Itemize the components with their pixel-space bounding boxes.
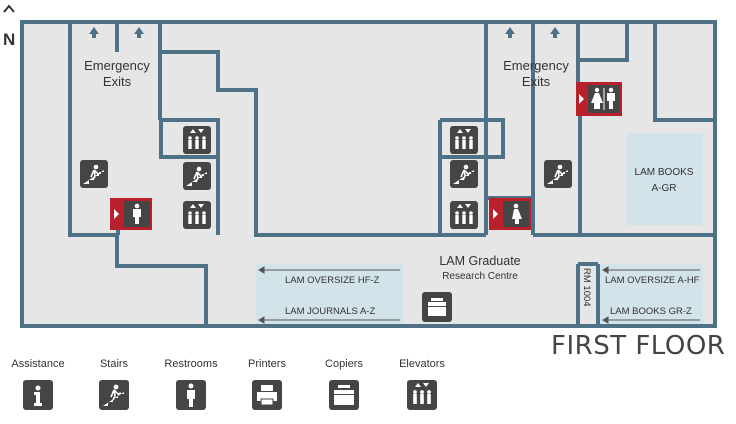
elevator-icon (450, 201, 478, 229)
stairs-icon (450, 160, 478, 188)
legend-item-elevators: Elevators (384, 358, 460, 410)
legend-label: Stairs (99, 358, 129, 370)
journals-a-z-label: LAM JOURNALS A-Z (285, 306, 375, 317)
books-gr-z-label: LAM BOOKS GR-Z (610, 306, 692, 317)
oversize-a-hf-label: LAM OVERSIZE A-HF (605, 275, 700, 286)
restroom-icon (176, 380, 206, 410)
books-ag-label-line1: LAM BOOKS (635, 167, 694, 178)
elevator-icon (183, 201, 211, 229)
collection-area-right (598, 264, 703, 326)
stairs-icon (99, 380, 129, 410)
elevator-icon (407, 380, 437, 410)
emergency-exits-right-label-line2: Exits (522, 74, 551, 89)
stairs-icon (183, 162, 211, 190)
exit-arrow-icon (505, 27, 515, 38)
room-1004-label: RM 1004 (581, 268, 592, 307)
collection-area-books-ag (626, 133, 703, 225)
research-centre-label-line2: Research Centre (442, 271, 518, 282)
floor-title: FIRST FLOOR (551, 331, 726, 361)
copier-icon (329, 380, 359, 410)
stairs-icon (544, 160, 572, 188)
legend-item-copiers: Copiers (306, 358, 382, 410)
info-icon (23, 380, 53, 410)
elevator-icon (450, 126, 478, 154)
research-centre-label-line1: LAM Graduate (439, 254, 520, 268)
legend-label: Assistance (11, 358, 65, 370)
printer-icon (252, 380, 282, 410)
legend-label: Copiers (325, 358, 363, 370)
legend-label: Restrooms (164, 358, 218, 370)
walls (20, 20, 717, 328)
emergency-exits-right-label-line1: Emergency (503, 58, 569, 73)
legend-item-assistance: Assistance (0, 358, 76, 410)
exit-arrow-icon (550, 27, 560, 38)
exit-arrow-icon (89, 27, 99, 38)
legend-label: Elevators (399, 358, 445, 370)
elevator-icon (183, 126, 211, 154)
emergency-exits-left-label-line1: Emergency (84, 58, 150, 73)
exit-arrows (89, 27, 560, 38)
stairs-icon (80, 160, 108, 188)
shelf-arrows (258, 266, 700, 324)
emergency-exits-left-label-line2: Exits (103, 74, 132, 89)
men-restroom-icon (110, 198, 152, 230)
copier-icon (422, 292, 452, 322)
books-ag-label-line2: A-GR (652, 183, 677, 194)
legend-item-printers: Printers (229, 358, 305, 410)
exit-arrow-icon (134, 27, 144, 38)
oversize-hf-z-label: LAM OVERSIZE HF-Z (285, 275, 380, 286)
legend-label: Printers (248, 358, 286, 370)
collection-area-left (256, 264, 403, 326)
women-restroom-icon (489, 198, 531, 230)
unisex-restroom-icon (576, 82, 622, 116)
compass-label: N (3, 30, 15, 49)
north-arrow-icon (3, 4, 15, 13)
legend-item-stairs: Stairs (76, 358, 152, 410)
legend-item-restrooms: Restrooms (153, 358, 229, 410)
